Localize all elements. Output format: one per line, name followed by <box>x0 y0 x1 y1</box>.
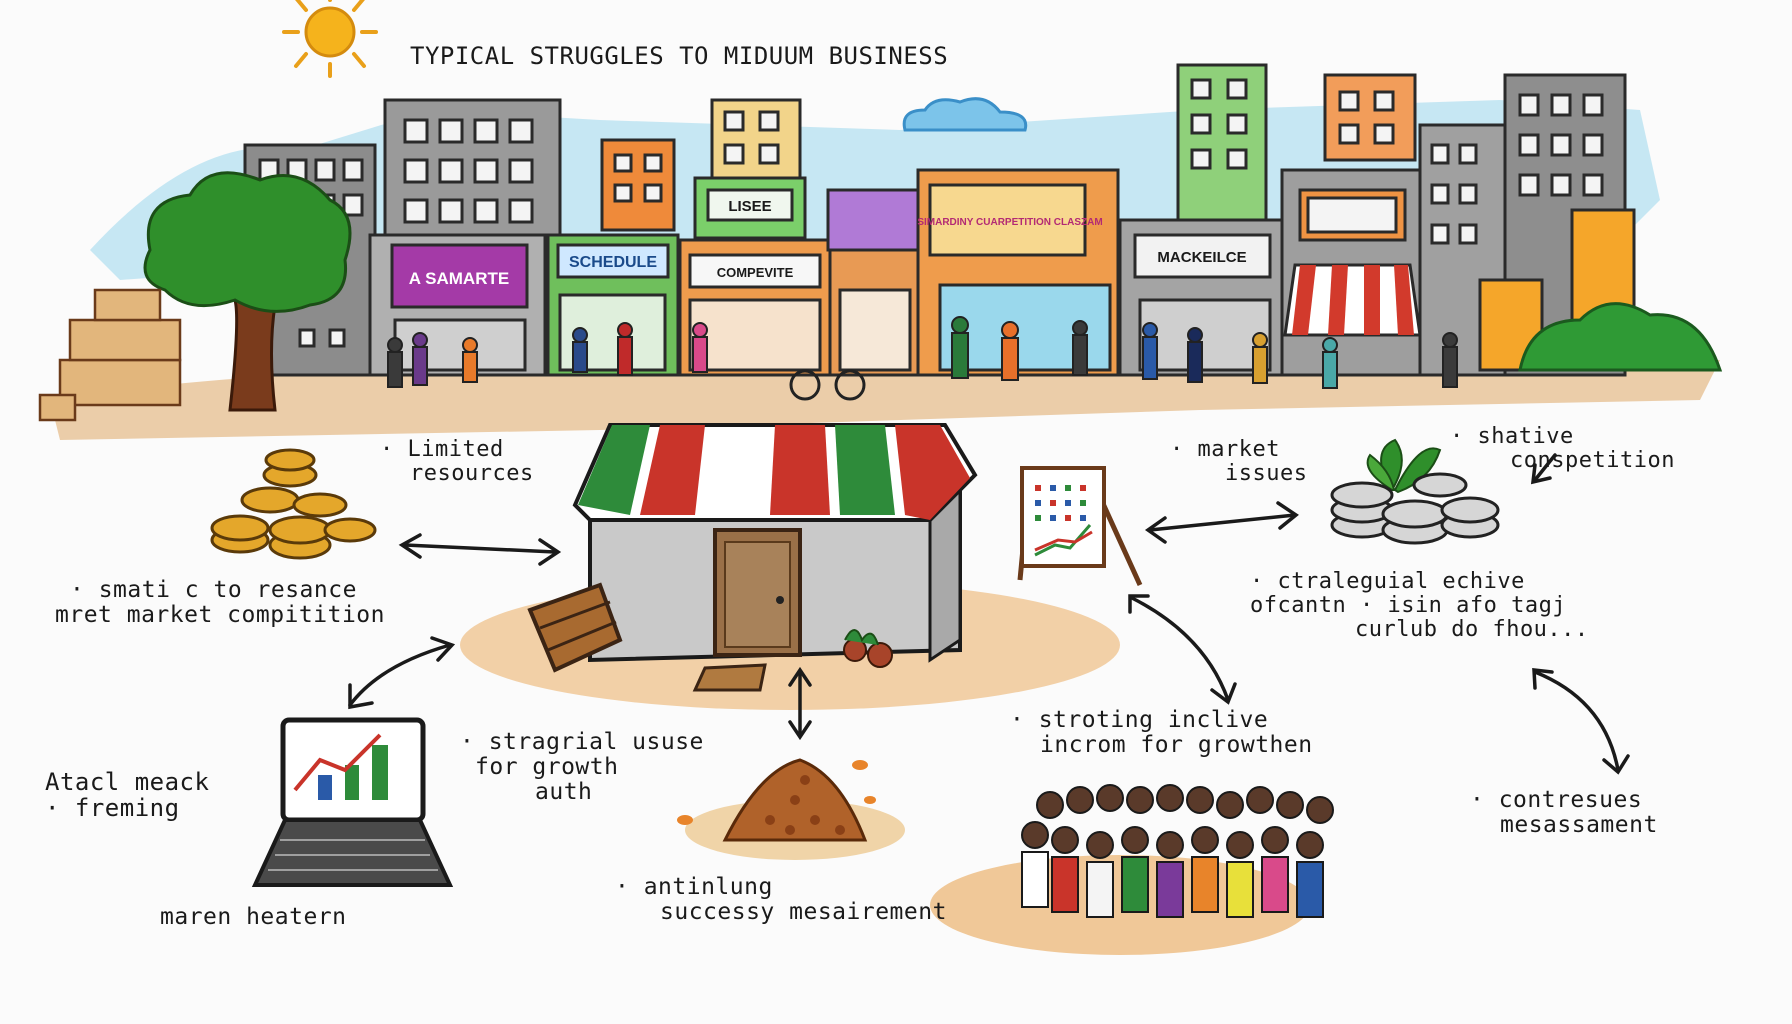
laptop-chart-icon <box>251 717 454 887</box>
tree-icon <box>143 171 352 412</box>
label-stroting-inclive: · stroting inclive incrom for growthen <box>1010 707 1313 758</box>
page-title: Typical struggles to miduum business <box>410 42 949 70</box>
arrow-icon <box>788 666 812 741</box>
crate-icon <box>527 582 623 673</box>
coin-stack-icon <box>210 448 377 560</box>
label-atacl-meack: Atacl meack · freming <box>45 768 210 822</box>
people-group-icon <box>930 784 1334 955</box>
arrow-icon <box>398 533 562 566</box>
bush-icon <box>1518 302 1723 372</box>
arrows <box>348 453 1630 775</box>
potted-plant-icon <box>843 629 893 668</box>
seed-pile-icon <box>677 758 905 860</box>
sign-asamarte: A SAMARTE <box>409 269 509 288</box>
cloud-icon <box>902 97 1028 132</box>
arrow-icon <box>1532 668 1630 775</box>
arrow-icon <box>348 636 456 710</box>
label-maren-heatern: maren heatern <box>160 904 347 930</box>
buildings <box>243 63 1636 377</box>
sign-cuarter: SIMARDINY CUARPETITION CLASZAM <box>917 217 1102 228</box>
label-antinlung: · antinlung successy mesairement <box>615 874 947 925</box>
arrow-icon <box>1144 501 1299 544</box>
street-crowd <box>387 316 1458 401</box>
crate-stack-icon <box>38 288 182 422</box>
label-shative-competition: · shative conspetition <box>1450 424 1675 473</box>
easel-chart-icon <box>1017 466 1143 587</box>
label-stragrial-ususe: · stragrial ususe for growth auth <box>460 729 704 805</box>
shop-icon <box>460 423 1120 710</box>
sign-compevite: COMPEVITE <box>717 265 794 280</box>
label-contresues: · contresues mesassament <box>1470 787 1658 838</box>
label-smatic-resance: · smati c to resance mret market compiti… <box>55 577 385 628</box>
sign-mackeilce: MACKEILCE <box>1157 249 1246 266</box>
sun-icon <box>282 0 378 78</box>
label-straleguial: · ctraleguial echive ofcantn · isin afo … <box>1250 569 1589 642</box>
sign-lisee: LISEE <box>728 198 771 215</box>
shop-signs: A SAMARTE SCHEDULE LISEE SIMARDINY CUARP… <box>409 198 1247 288</box>
arrow-icon <box>1128 594 1237 705</box>
sign-schedule: SCHEDULE <box>569 254 657 271</box>
label-market-issues: · market issues <box>1170 437 1308 486</box>
arrow-icon <box>1530 453 1557 485</box>
plant-coins-icon <box>1330 438 1500 545</box>
label-limited-resources: · Limited resources <box>380 437 534 486</box>
